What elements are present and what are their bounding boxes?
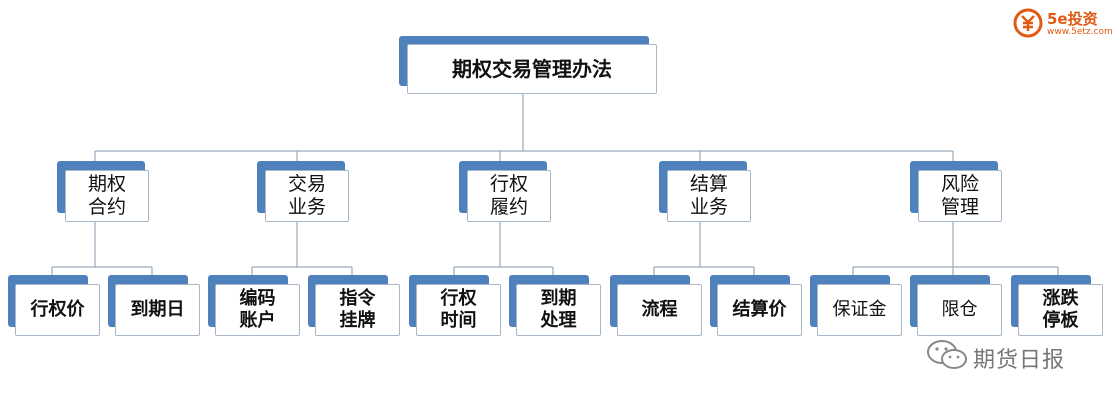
- leaf-label: 到期日: [115, 284, 200, 336]
- watermark: 期货日报: [925, 336, 1105, 376]
- logo-url: www.5etz.com: [1047, 27, 1113, 37]
- root-title: 期权交易管理办法: [407, 44, 657, 94]
- leaf-label: 结算价: [717, 284, 802, 336]
- wechat-icon: [927, 340, 967, 369]
- leaf-label: 行权 时间: [416, 284, 501, 336]
- category-node: 风险 管理: [910, 161, 1005, 223]
- category-node: 结算 业务: [659, 161, 754, 223]
- leaf-node: 行权 时间: [409, 275, 501, 337]
- leaf-node: 保证金: [810, 275, 902, 337]
- watermark-text: 期货日报: [973, 348, 1066, 373]
- leaf-node: 行权价: [8, 275, 100, 337]
- leaf-node: 指令 挂牌: [308, 275, 400, 337]
- site-logo: 5e投资 www.5etz.com: [1013, 6, 1113, 40]
- leaf-label: 编码 账户: [215, 284, 300, 336]
- leaf-node: 流程: [610, 275, 702, 337]
- connector: [251, 220, 353, 277]
- category-label: 交易 业务: [265, 170, 349, 222]
- leaf-node: 限仓: [910, 275, 1002, 337]
- leaf-label: 指令 挂牌: [315, 284, 400, 336]
- leaf-label: 涨跌 停板: [1018, 284, 1103, 336]
- connector: [653, 220, 755, 277]
- leaf-label: 行权价: [15, 284, 100, 336]
- logo-brand: 5e投资: [1047, 10, 1098, 28]
- connector: [51, 220, 153, 277]
- leaf-label: 保证金: [817, 284, 902, 336]
- leaf-label: 流程: [617, 284, 702, 336]
- category-node: 期权 合约: [57, 161, 152, 223]
- category-node: 交易 业务: [257, 161, 352, 223]
- leaf-label: 到期 处理: [516, 284, 601, 336]
- category-node: 行权 履约: [459, 161, 554, 223]
- leaf-node: 到期日: [108, 275, 200, 337]
- category-label: 风险 管理: [918, 170, 1002, 222]
- root-node: 期权交易管理办法: [399, 36, 659, 96]
- connector: [453, 220, 554, 277]
- connector: [852, 220, 1059, 277]
- leaf-node: 涨跌 停板: [1011, 275, 1103, 337]
- category-label: 结算 业务: [667, 170, 751, 222]
- category-label: 行权 履约: [467, 170, 551, 222]
- leaf-node: 到期 处理: [509, 275, 601, 337]
- yuan-coin-icon: [1013, 8, 1043, 38]
- leaf-node: 编码 账户: [208, 275, 300, 337]
- leaf-label: 限仓: [917, 284, 1002, 336]
- leaf-node: 结算价: [710, 275, 802, 337]
- category-label: 期权 合约: [65, 170, 149, 222]
